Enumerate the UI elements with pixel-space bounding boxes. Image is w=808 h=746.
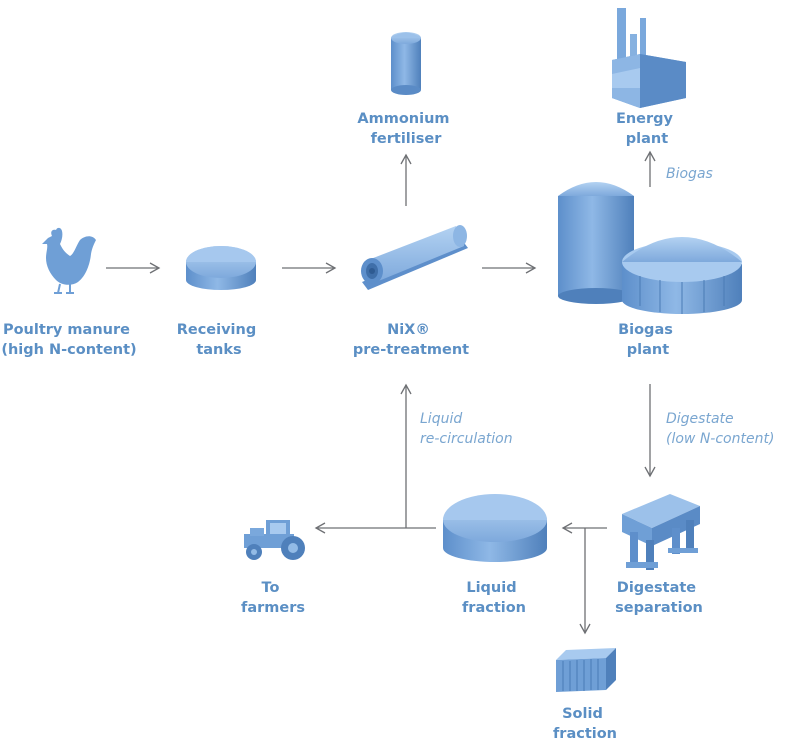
flow-label-biogas-line1: Biogas	[666, 166, 713, 182]
label-biogas-plant: Biogas plant	[618, 322, 678, 358]
flow-label-digestate: Digestate (low N-content)	[666, 411, 774, 447]
flow-label-digestate-line1: Digestate	[666, 411, 734, 427]
label-receiving-tanks-line2: tanks	[196, 342, 241, 358]
label-energy-plant-line2: plant	[626, 131, 668, 147]
label-to-farmers-line2: farmers	[241, 600, 305, 616]
storage-tank-icon	[186, 246, 256, 290]
label-poultry-manure-line1: Poultry manure	[3, 322, 130, 338]
flow-label-recirculation-line1: Liquid	[420, 411, 462, 427]
label-digestate-separation-line2: separation	[615, 600, 703, 616]
container-icon	[556, 648, 616, 692]
label-ammonium-fertiliser-line2: fertiliser	[371, 131, 443, 147]
label-digestate-separation: Digestate separation	[615, 580, 703, 616]
label-nix-pretreatment-line1: NiX®	[387, 322, 430, 338]
label-biogas-plant-line2: plant	[627, 342, 669, 358]
label-nix-pretreatment-line2: pre-treatment	[353, 342, 469, 358]
flow-label-liquid-recirculation: Liquid re-circulation	[420, 411, 513, 447]
flow-label-biogas: Biogas	[666, 166, 713, 182]
silo-tank-icon	[391, 32, 421, 95]
label-liquid-fraction-line2: fraction	[462, 600, 526, 616]
separator-machine-icon	[622, 494, 700, 570]
label-nix-pretreatment: NiX® pre-treatment	[353, 322, 469, 358]
label-liquid-fraction-line1: Liquid	[466, 580, 516, 596]
label-poultry-manure: Poultry manure (high N-content)	[1, 322, 136, 358]
rooster-icon	[42, 227, 96, 294]
tractor-icon	[244, 520, 305, 560]
flow-label-digestate-line2: (low N-content)	[666, 431, 774, 447]
label-ammonium-fertiliser-line1: Ammonium	[357, 111, 449, 127]
biogas-digester-icon	[558, 182, 742, 314]
label-biogas-plant-line1: Biogas	[618, 322, 673, 338]
factory-icon	[612, 8, 686, 108]
label-solid-fraction-line1: Solid	[562, 706, 603, 722]
label-ammonium-fertiliser: Ammonium fertiliser	[357, 111, 454, 147]
label-digestate-separation-line1: Digestate	[617, 580, 696, 596]
liquid-tank-icon	[443, 494, 547, 562]
label-poultry-manure-line2: (high N-content)	[1, 342, 136, 358]
label-to-farmers: To farmers	[241, 580, 305, 616]
label-solid-fraction: Solid fraction	[553, 706, 617, 742]
flow-label-recirculation-line2: re-circulation	[420, 431, 513, 447]
flow-arrows	[106, 150, 656, 635]
label-receiving-tanks: Receiving tanks	[177, 322, 262, 358]
label-energy-plant: Energy plant	[616, 111, 678, 147]
label-to-farmers-line1: To	[262, 580, 280, 596]
label-energy-plant-line1: Energy	[616, 111, 674, 127]
label-receiving-tanks-line1: Receiving	[177, 322, 257, 338]
label-liquid-fraction: Liquid fraction	[462, 580, 526, 616]
pipe-reactor-icon	[361, 225, 468, 290]
label-solid-fraction-line2: fraction	[553, 726, 617, 742]
